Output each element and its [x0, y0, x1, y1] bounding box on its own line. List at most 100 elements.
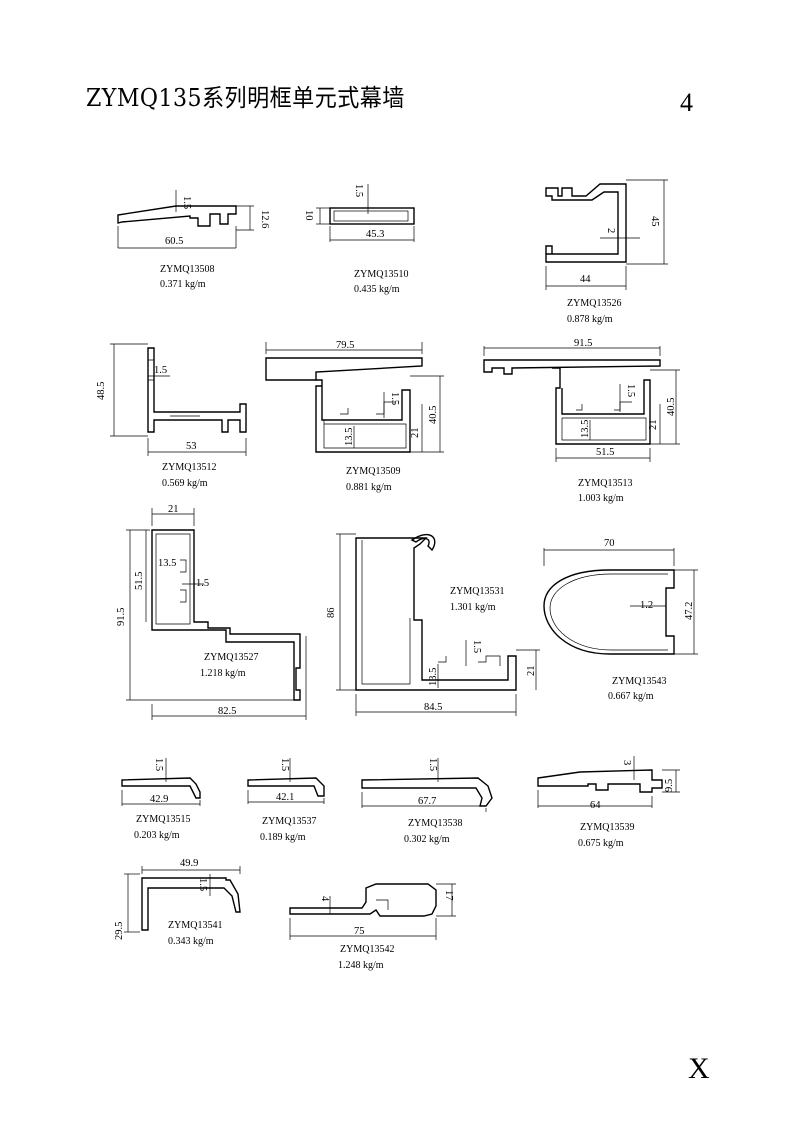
profile-zymq13510: 45.3 1.5 10 ZYMQ13510 0.435 kg/m	[303, 184, 415, 295]
dim-zymq13513-5: 40.5	[666, 398, 677, 416]
weight-zymq13539: 0.675 kg/m	[578, 838, 624, 849]
weight-zymq13512: 0.569 kg/m	[162, 478, 208, 489]
code-zymq13541: ZYMQ13541	[168, 920, 222, 931]
dim-zymq13526-2: 45	[649, 216, 660, 227]
dim-zymq13527-1: 13.5	[158, 558, 176, 569]
dim-zymq13531-0: 86	[326, 608, 337, 619]
profile-zymq13527: 21 13.5 1.5 51.5 91.5 82.5 ZYMQ13527 1.2…	[116, 504, 307, 720]
weight-zymq13542: 1.248 kg/m	[338, 960, 384, 971]
dim-zymq13512-2: 48.5	[96, 382, 107, 400]
weight-zymq13541: 0.343 kg/m	[168, 936, 214, 947]
dim-zymq13510-2: 10	[303, 210, 314, 221]
weight-zymq13538: 0.302 kg/m	[404, 834, 450, 845]
dim-zymq13539-1: 9.5	[664, 779, 675, 792]
weight-zymq13527: 1.218 kg/m	[200, 668, 246, 679]
dim-zymq13542-0: 4	[319, 896, 330, 902]
dim-zymq13537-1: 42.1	[276, 792, 294, 803]
code-zymq13508: ZYMQ13508	[160, 264, 214, 275]
profile-zymq13538: 67.7 1.5 ZYMQ13538 0.302 kg/m	[361, 758, 493, 845]
profile-zymq13509: 79.5 1.5 13.5 21 40.5 ZYMQ13509 0.881 kg…	[265, 340, 444, 493]
code-zymq13539: ZYMQ13539	[580, 822, 634, 833]
dim-zymq13541-1: 1.5	[197, 878, 208, 891]
corner-mark: X	[688, 1052, 710, 1085]
weight-zymq13509: 0.881 kg/m	[346, 482, 392, 493]
dim-zymq13509-0: 79.5	[336, 340, 354, 351]
weight-zymq13543: 0.667 kg/m	[608, 691, 654, 702]
profile-zymq13541: 49.9 1.5 29.5 ZYMQ13541 0.343 kg/m	[114, 858, 241, 947]
dim-zymq13526-0: 44	[580, 274, 591, 285]
code-zymq13538: ZYMQ13538	[408, 818, 462, 829]
dim-zymq13513-1: 1.5	[625, 384, 636, 397]
dim-zymq13515-0: 1.5	[153, 758, 164, 771]
dim-zymq13527-0: 21	[168, 504, 179, 515]
profile-zymq13539: 64 3 9.5 ZYMQ13539 0.675 kg/m	[537, 756, 680, 849]
dim-zymq13513-3: 51.5	[596, 447, 614, 458]
code-zymq13526: ZYMQ13526	[567, 298, 621, 309]
dim-zymq13539-2: 64	[590, 800, 601, 811]
code-zymq13510: ZYMQ13510	[354, 269, 408, 280]
code-zymq13509: ZYMQ13509	[346, 466, 400, 477]
dim-zymq13538-0: 1.5	[427, 758, 438, 771]
profile-zymq13543: 70 1.2 47.2 ZYMQ13543 0.667 kg/m	[543, 538, 698, 702]
dim-zymq13515-1: 42.9	[150, 794, 168, 805]
dim-zymq13538-1: 67.7	[418, 796, 436, 807]
dim-zymq13513-2: 13.5	[580, 420, 591, 438]
page-number: 4	[680, 88, 693, 117]
dim-zymq13527-3: 51.5	[134, 572, 145, 590]
weight-zymq13526: 0.878 kg/m	[567, 314, 613, 325]
dim-zymq13510-0: 45.3	[366, 229, 384, 240]
dim-zymq13510-1: 1.5	[353, 184, 364, 197]
dim-zymq13509-3: 21	[410, 428, 421, 439]
dim-zymq13543-1: 1.2	[640, 600, 653, 611]
dim-zymq13508-0: 60.5	[165, 236, 183, 247]
dim-zymq13531-4: 84.5	[424, 702, 442, 713]
dim-zymq13541-0: 49.9	[180, 858, 198, 869]
dim-zymq13512-1: 1.5	[154, 365, 167, 376]
dim-zymq13531-2: 13.5	[428, 668, 439, 686]
page-title: ZYMQ135系列明框单元式幕墙	[86, 84, 405, 112]
dim-zymq13509-2: 13.5	[344, 428, 355, 446]
dim-zymq13527-4: 91.5	[116, 608, 127, 626]
dim-zymq13542-1: 17	[443, 890, 454, 901]
dim-zymq13531-3: 21	[526, 666, 537, 677]
dim-zymq13531-1: 1.5	[471, 640, 482, 653]
dim-zymq13509-4: 40.5	[428, 406, 439, 424]
dim-zymq13508-2: 12.6	[259, 210, 270, 228]
dim-zymq13543-2: 47.2	[684, 602, 695, 620]
weight-zymq13513: 1.003 kg/m	[578, 493, 624, 504]
dim-zymq13527-2: 1.5	[196, 578, 209, 589]
dim-zymq13513-0: 91.5	[574, 338, 592, 349]
dim-zymq13537-0: 1.5	[279, 758, 290, 771]
profile-zymq13512: 53 1.5 48.5 ZYMQ13512 0.569 kg/m	[96, 343, 247, 489]
dim-zymq13541-2: 29.5	[114, 922, 125, 940]
code-zymq13537: ZYMQ13537	[262, 816, 316, 827]
dim-zymq13539-0: 3	[621, 760, 632, 765]
weight-zymq13510: 0.435 kg/m	[354, 284, 400, 295]
code-zymq13542: ZYMQ13542	[340, 944, 394, 955]
profile-zymq13531: 86 1.5 13.5 21 84.5 ZYMQ13531 1.301 kg/m	[326, 533, 540, 716]
profile-zymq13542: 75 4 17 ZYMQ13542 1.248 kg/m	[289, 883, 456, 971]
code-zymq13543: ZYMQ13543	[612, 676, 666, 687]
code-zymq13527: ZYMQ13527	[204, 652, 258, 663]
profile-zymq13526: 44 2 45 ZYMQ13526 0.878 kg/m	[545, 179, 668, 325]
dim-zymq13509-1: 1.5	[389, 392, 400, 405]
dim-zymq13543-0: 70	[604, 538, 615, 549]
code-zymq13513: ZYMQ13513	[578, 478, 632, 489]
weight-zymq13515: 0.203 kg/m	[134, 830, 180, 841]
dim-zymq13542-2: 75	[354, 926, 365, 937]
weight-zymq13537: 0.189 kg/m	[260, 832, 306, 843]
code-zymq13512: ZYMQ13512	[162, 462, 216, 473]
profile-zymq13537: 42.1 1.5 ZYMQ13537 0.189 kg/m	[247, 758, 325, 843]
dim-zymq13508-1: 1.5	[181, 196, 192, 209]
weight-zymq13531: 1.301 kg/m	[450, 602, 496, 613]
profile-zymq13513: 91.5 1.5 13.5 51.5 21 40.5 ZYMQ13513 1.0…	[483, 338, 680, 504]
dim-zymq13526-1: 2	[605, 228, 616, 233]
dim-zymq13513-4: 21	[648, 420, 659, 431]
profile-zymq13508: 60.5 1.5 12.6 ZYMQ13508 0.371 kg/m	[117, 190, 270, 290]
profile-zymq13515: 42.9 1.5 ZYMQ13515 0.203 kg/m	[121, 758, 201, 841]
code-zymq13531: ZYMQ13531	[450, 586, 504, 597]
dim-zymq13527-5: 82.5	[218, 706, 236, 717]
dim-zymq13512-0: 53	[186, 441, 197, 452]
code-zymq13515: ZYMQ13515	[136, 814, 190, 825]
